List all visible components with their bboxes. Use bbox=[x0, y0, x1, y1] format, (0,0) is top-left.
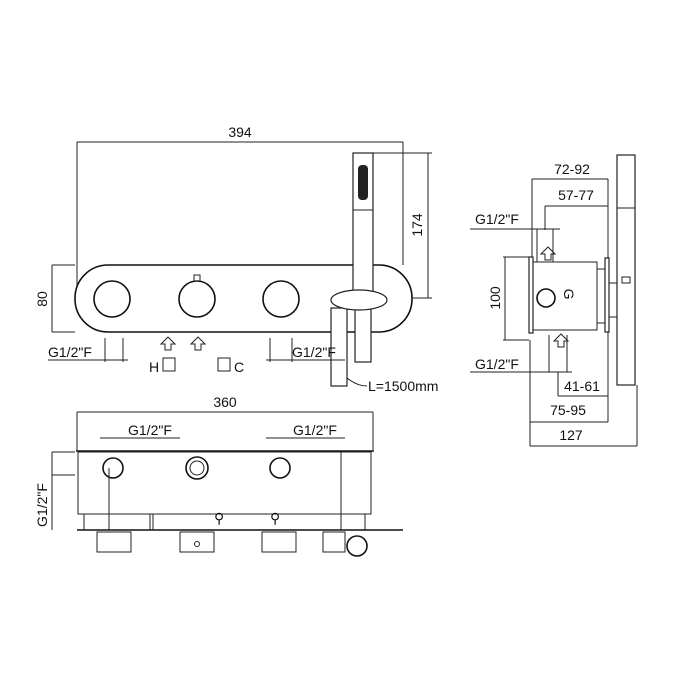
valve-body bbox=[77, 451, 372, 515]
cold-water-icon bbox=[217, 357, 231, 372]
inlet-top-label: G1/2"F bbox=[475, 211, 519, 227]
front-view: 394 174 80 G1/2"F H C G1/2"F bbox=[34, 124, 438, 394]
knob-left bbox=[93, 280, 131, 318]
dim-174: 174 bbox=[409, 213, 425, 237]
inlet-label-right: G1/2"F bbox=[292, 344, 336, 360]
knob-right bbox=[262, 280, 300, 318]
dim-100: 100 bbox=[487, 286, 503, 310]
shower-holder bbox=[330, 289, 388, 311]
dim-360: 360 bbox=[213, 394, 237, 410]
inlet-label-left: G1/2"F bbox=[48, 344, 92, 360]
dim-72-92: 72-92 bbox=[554, 161, 590, 177]
side-port-label: G1/2"F bbox=[34, 483, 50, 527]
shower-head-nozzles bbox=[358, 165, 368, 200]
hose-length: L=1500mm bbox=[368, 378, 438, 394]
flange bbox=[604, 257, 610, 333]
hose-connector bbox=[330, 307, 348, 387]
shower-handle bbox=[354, 307, 372, 363]
arrow-up-icon bbox=[189, 336, 207, 351]
port-label-left: G1/2"F bbox=[128, 422, 172, 438]
arrow-up-icon bbox=[539, 246, 557, 261]
dim-57-77: 57-77 bbox=[558, 187, 594, 203]
knob-indicator bbox=[193, 274, 201, 282]
dim-80: 80 bbox=[34, 291, 50, 307]
dim-75-95: 75-95 bbox=[550, 402, 586, 418]
flow-icon: ⚲ bbox=[214, 510, 224, 526]
arrow-up-icon bbox=[159, 336, 177, 351]
wall-plate-side bbox=[528, 256, 534, 334]
knob-body-center bbox=[179, 531, 215, 553]
center-port bbox=[185, 456, 209, 480]
knob-body-left bbox=[96, 531, 132, 553]
dim-127: 127 bbox=[559, 427, 583, 443]
port-side bbox=[536, 288, 556, 308]
port-label-right: G1/2"F bbox=[293, 422, 337, 438]
cold-label: C bbox=[234, 359, 244, 375]
hot-water-icon bbox=[162, 357, 176, 372]
knob-thermostat bbox=[178, 280, 216, 318]
hot-label: H bbox=[149, 359, 159, 375]
shower-outlet bbox=[322, 531, 346, 553]
top-view: 360 G1/2"F G1/2"F ⚲ ⚲ G1/2"F bbox=[34, 394, 403, 557]
mark-g: G bbox=[561, 289, 577, 300]
dim-41-61: 41-61 bbox=[564, 378, 600, 394]
knob-body-right bbox=[261, 531, 297, 553]
arrow-up-icon bbox=[552, 333, 570, 348]
side-view: 72-92 57-77 G1/2"F G 100 G1/2"F 41-61 bbox=[470, 154, 638, 447]
hot-port bbox=[102, 457, 124, 479]
shower-side bbox=[616, 154, 636, 386]
cold-port bbox=[269, 457, 291, 479]
dim-394: 394 bbox=[228, 124, 252, 140]
inlet-bottom-label: G1/2"F bbox=[475, 356, 519, 372]
flow-icon: ⚲ bbox=[270, 510, 280, 526]
hose-fitting bbox=[346, 535, 368, 557]
